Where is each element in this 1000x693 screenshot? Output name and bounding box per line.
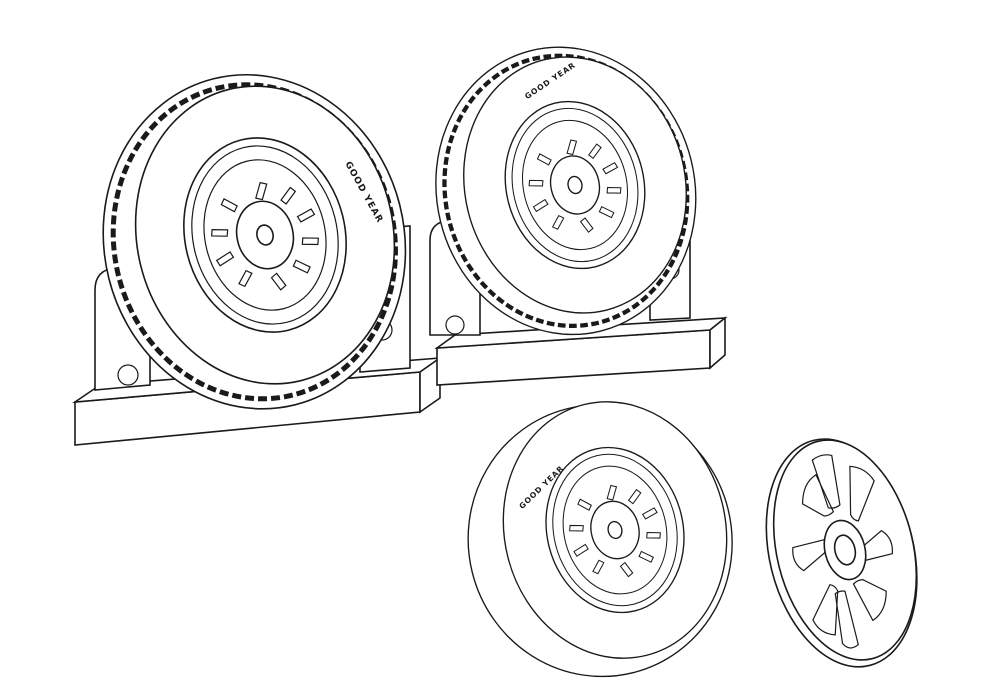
wheel-1: GOOD YEAR bbox=[102, 73, 407, 410]
hubcap bbox=[765, 438, 918, 668]
loose-wheel: GOOD YEAR bbox=[467, 401, 733, 678]
wheel-2: GOOD YEAR bbox=[435, 46, 697, 336]
